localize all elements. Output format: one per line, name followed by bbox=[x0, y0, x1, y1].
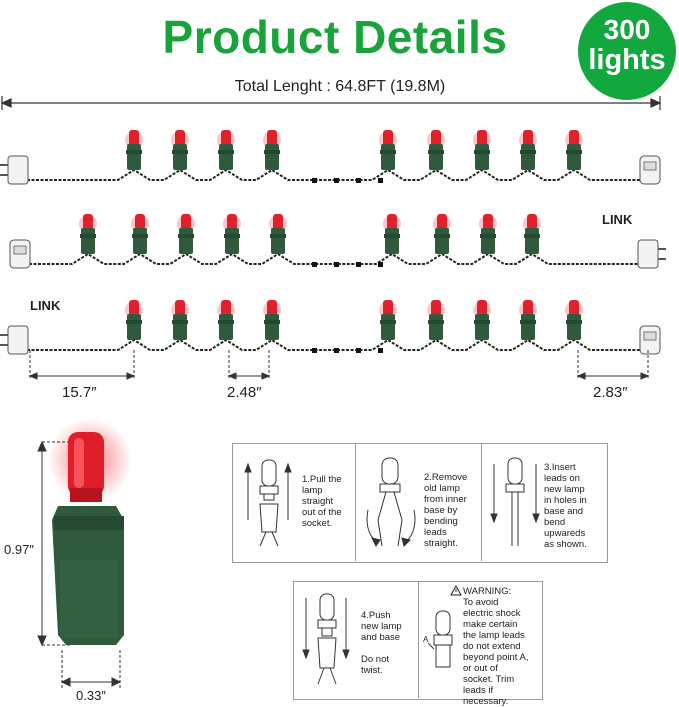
page-title: Product Details bbox=[162, 11, 508, 63]
bulb-height-label: 0.97″ bbox=[4, 542, 34, 557]
instruction-panel-replace bbox=[232, 443, 608, 563]
socket-row1-end bbox=[639, 155, 661, 185]
bulb-row3-6 bbox=[427, 300, 445, 340]
plug-row1-start bbox=[0, 155, 29, 185]
bulb-row3-9 bbox=[565, 300, 583, 340]
lead-length-arrow bbox=[28, 350, 136, 380]
bulb-row2-4 bbox=[223, 214, 241, 254]
warning-illustration bbox=[427, 610, 453, 668]
badge-label: lights bbox=[588, 44, 666, 76]
total-length-label: Total Lenght : 64.8FT (19.8M) bbox=[234, 78, 446, 95]
bulb-row1-2 bbox=[171, 130, 189, 170]
lead-length-label: 15.7″ bbox=[62, 384, 97, 401]
bulb-row3-5 bbox=[379, 300, 397, 340]
bulb-spacing-label: 2.48″ bbox=[227, 384, 262, 401]
string-lights-diagram bbox=[0, 96, 666, 380]
end-length-label: 2.83″ bbox=[593, 384, 628, 401]
step1-illustration bbox=[244, 459, 292, 547]
bulb-row3-2 bbox=[171, 300, 189, 340]
bulb-spacing-arrow bbox=[227, 350, 271, 380]
link-label-left: LINK bbox=[30, 298, 61, 313]
bulb-row1-1 bbox=[125, 130, 143, 170]
link-label-right: LINK bbox=[602, 212, 633, 227]
step3-illustration bbox=[490, 457, 540, 546]
bulb-row1-3 bbox=[217, 130, 235, 170]
bulb-row3-4 bbox=[263, 300, 281, 340]
bulb-row3-7 bbox=[473, 300, 491, 340]
bulb-row1-8 bbox=[519, 130, 537, 170]
step4-illustration bbox=[302, 593, 350, 685]
bulb-row2-5 bbox=[269, 214, 287, 254]
badge-number: 300 bbox=[603, 14, 651, 45]
bulb-row1-9 bbox=[565, 130, 583, 170]
socket-row3-end bbox=[639, 325, 661, 355]
plug-row3-start bbox=[0, 325, 29, 355]
bulb-row2-1 bbox=[79, 214, 97, 254]
warning-icon bbox=[450, 584, 462, 596]
bulb-row3-1 bbox=[125, 300, 143, 340]
bulb-detail-illustration bbox=[37, 418, 132, 688]
total-length-arrow bbox=[0, 96, 662, 110]
socket-row2-start bbox=[9, 239, 31, 269]
bulb-row3-8 bbox=[519, 300, 537, 340]
bulb-row2-7 bbox=[433, 214, 451, 254]
bulb-width-label: 0.33″ bbox=[76, 688, 106, 703]
bulb-row2-2 bbox=[131, 214, 149, 254]
bulb-row2-6 bbox=[383, 214, 401, 254]
point-a-label: A bbox=[423, 635, 429, 644]
bulb-row1-7 bbox=[473, 130, 491, 170]
bulb-row1-4 bbox=[263, 130, 281, 170]
bulb-row1-6 bbox=[427, 130, 445, 170]
bulb-row1-5 bbox=[379, 130, 397, 170]
bulb-row3-3 bbox=[217, 300, 235, 340]
count-badge: 300 lights bbox=[578, 2, 676, 100]
bulb-row2-3 bbox=[177, 214, 195, 254]
end-length-arrow bbox=[576, 350, 650, 380]
bulb-row2-9 bbox=[523, 214, 541, 254]
bulb-row2-8 bbox=[479, 214, 497, 254]
step2-illustration bbox=[366, 457, 416, 547]
plug-row2-end bbox=[637, 239, 666, 269]
